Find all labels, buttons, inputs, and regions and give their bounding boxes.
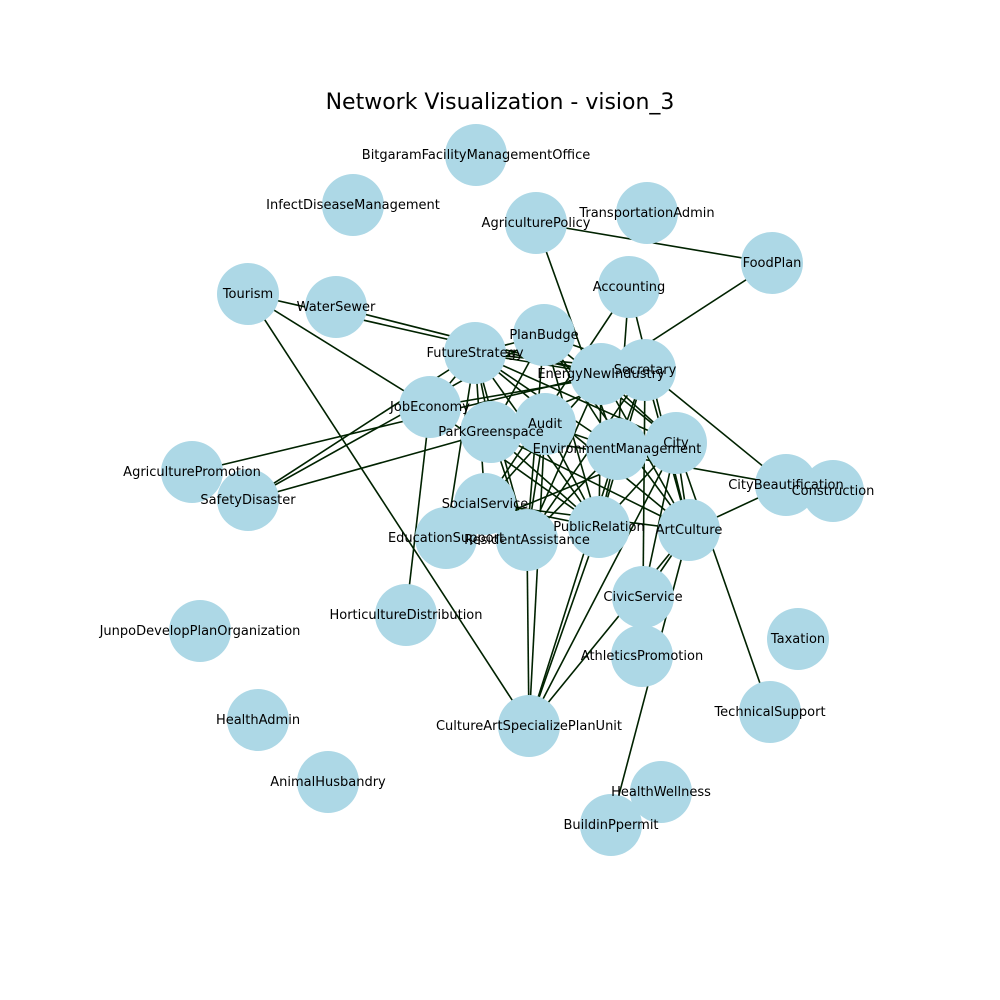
- edge-tourism-culture-art-specialize-plan-unit: [247, 293, 530, 727]
- node-label-environment-management: EnvironmentManagement: [533, 442, 702, 457]
- node-health-wellness: [630, 761, 692, 823]
- edge-accounting-art-culture: [628, 286, 690, 531]
- node-label-transportation-admin: TransportationAdmin: [578, 206, 714, 221]
- node-junpo-develop-plan-organization: [169, 600, 231, 662]
- node-label-art-culture: ArtCulture: [656, 523, 723, 538]
- node-public-relation: [568, 496, 630, 558]
- chart-title: Network Visualization - vision_3: [325, 90, 675, 115]
- node-label-health-wellness: HealthWellness: [611, 785, 711, 800]
- node-label-technical-support: TechnicalSupport: [713, 705, 825, 720]
- node-label-accounting: Accounting: [593, 280, 666, 295]
- edge-city-culture-art-specialize-plan-unit: [528, 442, 677, 727]
- node-layer: [161, 124, 864, 856]
- node-label-secretary: Secretary: [614, 363, 677, 378]
- node-label-civic-service: CivicService: [603, 590, 682, 605]
- node-park-greenspace: [460, 401, 522, 463]
- node-education-support: [415, 507, 477, 569]
- node-safety-disaster: [217, 469, 279, 531]
- node-infect-disease-management: [322, 174, 384, 236]
- node-label-construction: Construction: [792, 484, 875, 499]
- node-label-animal-husbandry: AnimalHusbandry: [270, 775, 386, 790]
- node-buildin-ppermit: [580, 794, 642, 856]
- edge-public-relation-culture-art-specialize-plan-unit: [528, 526, 600, 727]
- node-environment-management: [586, 418, 648, 480]
- node-label-city-beautification: CityBeautification: [728, 478, 844, 493]
- node-label-buildin-ppermit: BuildinPpermit: [563, 818, 658, 833]
- node-label-resident-assistance: ResidentAssistance: [464, 533, 590, 548]
- edge-city-technical-support: [675, 442, 771, 713]
- label-layer: BitgaramFacilityManagementOfficeInfectDi…: [99, 148, 875, 833]
- node-label-social-service: SocialService: [442, 497, 529, 512]
- node-agriculture-policy: [505, 192, 567, 254]
- node-bitgaram-facility-management-office: [445, 124, 507, 186]
- node-label-junpo-develop-plan-organization: JunpoDevelopPlanOrganization: [99, 624, 301, 639]
- node-future-strategy: [444, 322, 506, 384]
- node-agriculture-promotion: [161, 441, 223, 503]
- node-energy-new-industry: [570, 343, 632, 405]
- node-label-bitgaram-facility-management-office: BitgaramFacilityManagementOffice: [362, 148, 590, 163]
- node-label-food-plan: FoodPlan: [743, 256, 802, 271]
- node-horticulture-distribution: [375, 584, 437, 646]
- node-resident-assistance: [496, 509, 558, 571]
- node-label-infect-disease-management: InfectDiseaseManagement: [266, 198, 440, 213]
- edge-energy-new-industry-agriculture-promotion: [191, 373, 602, 473]
- node-label-city: City: [663, 436, 689, 451]
- node-label-education-support: EducationSupport: [388, 531, 504, 546]
- edge-park-greenspace-art-culture: [490, 431, 690, 531]
- node-label-health-admin: HealthAdmin: [216, 713, 300, 728]
- node-athletics-promotion: [611, 625, 673, 687]
- node-taxation: [767, 608, 829, 670]
- node-art-culture: [658, 499, 720, 561]
- edge-audit-culture-art-specialize-plan-unit: [528, 423, 546, 727]
- node-civic-service: [612, 566, 674, 628]
- edge-art-culture-culture-art-specialize-plan-unit: [528, 529, 690, 727]
- edge-job-economy-horticulture-distribution: [405, 406, 431, 616]
- node-label-athletics-promotion: AthleticsPromotion: [581, 649, 703, 664]
- node-city: [645, 412, 707, 474]
- node-label-plan-budge: PlanBudge: [509, 328, 578, 343]
- node-culture-art-specialize-plan-unit: [498, 695, 560, 757]
- node-label-water-sewer: WaterSewer: [297, 300, 376, 315]
- node-plan-budge: [513, 304, 575, 366]
- node-label-park-greenspace: ParkGreenspace: [438, 425, 544, 440]
- node-construction: [802, 460, 864, 522]
- node-label-tourism: Tourism: [222, 287, 273, 302]
- edge-tourism-job-economy: [247, 293, 431, 408]
- node-label-culture-art-specialize-plan-unit: CultureArtSpecializePlanUnit: [436, 719, 622, 734]
- edge-job-economy-public-relation: [429, 406, 600, 528]
- node-label-public-relation: PublicRelation: [553, 520, 644, 535]
- edge-secretary-civic-service: [642, 369, 646, 598]
- edge-future-strategy-education-support: [445, 352, 476, 539]
- edge-resident-assistance-culture-art-specialize-plan-unit: [526, 539, 530, 727]
- node-label-job-economy: JobEconomy: [389, 400, 470, 415]
- edge-park-greenspace-safety-disaster: [247, 431, 492, 501]
- node-accounting: [598, 256, 660, 318]
- node-label-safety-disaster: SafetyDisaster: [200, 493, 296, 508]
- node-job-economy: [399, 376, 461, 438]
- node-tourism: [217, 263, 279, 325]
- node-label-energy-new-industry: EnergyNewIndustry: [537, 367, 665, 382]
- node-health-admin: [227, 689, 289, 751]
- node-label-audit: Audit: [528, 417, 562, 432]
- edge-future-strategy-art-culture: [474, 352, 690, 531]
- node-audit: [514, 393, 576, 455]
- node-technical-support: [739, 681, 801, 743]
- node-water-sewer: [305, 276, 367, 338]
- node-label-horticulture-distribution: HorticultureDistribution: [329, 608, 482, 623]
- node-city-beautification: [755, 454, 817, 516]
- node-transportation-admin: [616, 182, 678, 244]
- edge-environment-management-culture-art-specialize-plan-unit: [528, 448, 618, 727]
- node-label-taxation: Taxation: [770, 632, 825, 647]
- node-label-agriculture-promotion: AgriculturePromotion: [123, 465, 261, 480]
- node-animal-husbandry: [297, 751, 359, 813]
- node-label-agriculture-policy: AgriculturePolicy: [482, 216, 591, 231]
- node-label-future-strategy: FutureStrategy: [426, 346, 523, 361]
- node-food-plan: [741, 232, 803, 294]
